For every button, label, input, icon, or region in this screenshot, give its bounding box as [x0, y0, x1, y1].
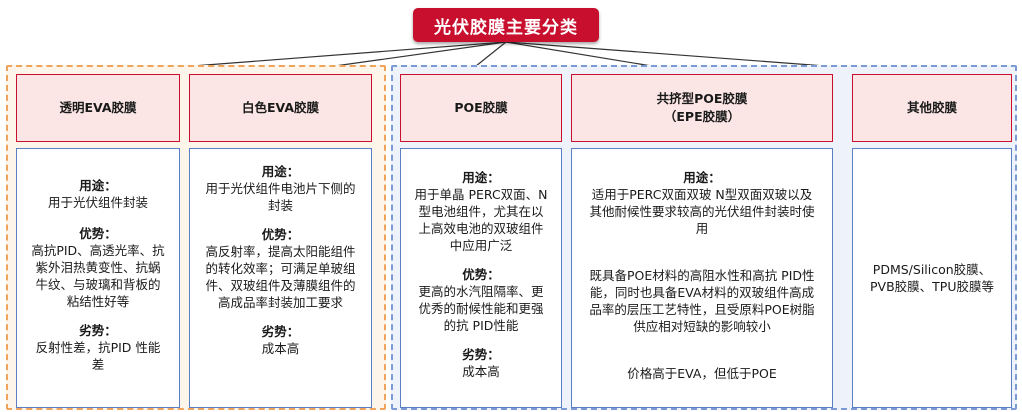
header-other: 其他胶膜 [852, 74, 1012, 142]
header-transparent-eva: 透明EVA胶膜 [16, 74, 180, 142]
section-body-disadvantage: 成本高 [261, 341, 300, 356]
section-title-advantage: 优势： [79, 226, 117, 241]
section-body-usage: 用于光伏组件电池片下侧的封装 [205, 181, 356, 213]
card-white-eva: 用途： 用于光伏组件电池片下侧的封装 优势： 高反射率，提高太阳能组件的转化效率… [189, 148, 372, 408]
section-body-usage: 适用于PERC双面双玻 N型双面双玻以及其他耐候性要求较高的光伏组件封装时使用 [589, 187, 815, 236]
section-body-disadvantage: 反射性差，抗PID 性能差 [35, 340, 161, 372]
header-white-eva: 白色EVA胶膜 [189, 74, 372, 142]
section-body-disadvantage: 价格高于EVA，但低于POE [627, 366, 777, 381]
section-title-advantage: 优势： [462, 267, 500, 282]
section-body-usage: 用于光伏组件封装 [47, 195, 148, 210]
header-line-2: （EPE胶膜） [663, 109, 741, 124]
card-transparent-eva: 用途： 用于光伏组件封装 优势： 高抗PID、高透光率、抗紫外泪热黄变性、抗蜗牛… [16, 148, 180, 408]
card-other: PDMS/Silicon胶膜、PVB胶膜、TPU胶膜等 [852, 148, 1012, 408]
section-title-usage: 用途： [462, 170, 500, 185]
section-body-advantage: 更高的水汽阻隔率、更优秀的耐候性能和更强的抗 PID性能 [418, 284, 544, 333]
header-line: POE胶膜 [454, 100, 508, 115]
header-line-1: 共挤型POE胶膜 [656, 91, 748, 106]
section-title-advantage: 优势： [261, 227, 300, 242]
card-epe: 用途： 适用于PERC双面双玻 N型双面双玻以及其他耐候性要求较高的光伏组件封装… [571, 148, 833, 408]
section-body-advantage: 既具备POE材料的高阻水性和高抗 PID性能，同时也具备EVA材料的双玻组件高成… [589, 268, 815, 334]
header-epe: 共挤型POE胶膜 （EPE胶膜） [571, 74, 833, 142]
header-line: 白色EVA胶膜 [241, 100, 320, 115]
section-title-disadvantage: 劣势： [261, 324, 300, 339]
section-body-advantage: 高反射率，提高太阳能组件的转化效率；可满足单玻组件、双玻组件及薄膜组件的高成品率… [205, 244, 356, 310]
section-title-disadvantage: 劣势： [462, 347, 500, 362]
section-title-disadvantage: 劣势： [79, 323, 117, 338]
section-title-usage: 用途： [79, 178, 117, 193]
header-line: 其他胶膜 [906, 100, 957, 115]
section-body-advantage: 高抗PID、高透光率、抗紫外泪热黄变性、抗蜗牛纹、与玻璃和背板的粘结性好等 [31, 243, 165, 309]
diagram-root-title: 光伏胶膜主要分类 [413, 8, 599, 42]
header-line: 透明EVA胶膜 [59, 100, 137, 115]
header-poe: POE胶膜 [400, 74, 562, 142]
section-body-disadvantage: 成本高 [462, 364, 500, 379]
section-body-other: PDMS/Silicon胶膜、PVB胶膜、TPU胶膜等 [870, 262, 994, 294]
section-title-usage: 用途： [261, 164, 300, 179]
card-poe: 用途： 用于单晶 PERC双面、N型电池组件，尤其在以上高效电池的双玻组件中应用… [400, 148, 562, 408]
section-body-usage: 用于单晶 PERC双面、N型电池组件，尤其在以上高效电池的双玻组件中应用广泛 [414, 187, 548, 253]
section-title-usage: 用途： [683, 170, 721, 185]
